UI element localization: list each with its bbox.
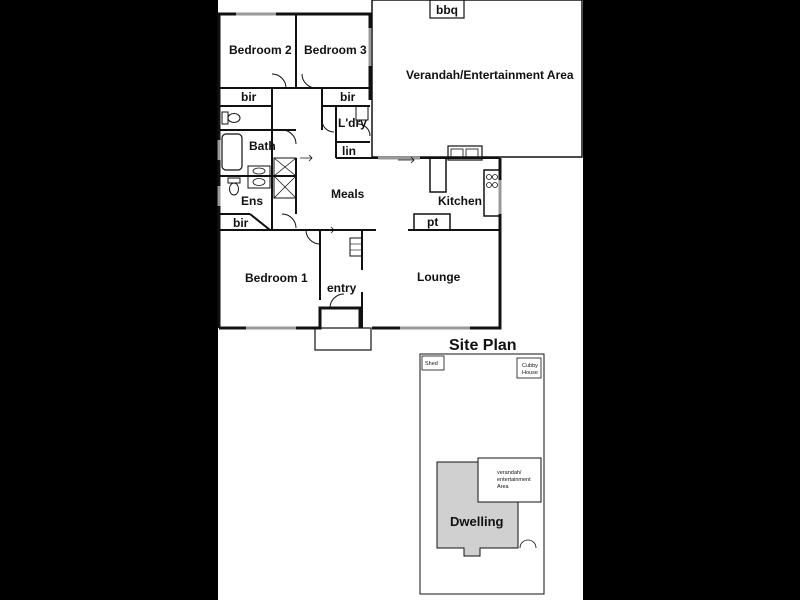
verandah-box — [477, 457, 542, 503]
gate-swing — [519, 539, 537, 549]
laundry-trough — [355, 105, 369, 121]
room-labels: Bedroom 2 Bedroom 3 Verandah/Entertainme… — [229, 3, 574, 295]
stairs-symbol — [349, 237, 363, 257]
floor-plan — [217, 0, 583, 351]
vanity-ens — [247, 175, 271, 189]
shed-label: Shed — [425, 361, 438, 367]
toilet-cistern — [221, 111, 229, 125]
label-lounge: Lounge — [417, 270, 461, 284]
label-bath: Bath — [249, 139, 276, 153]
arrow-mark — [322, 226, 335, 234]
label-bedroom1: Bedroom 1 — [245, 271, 308, 285]
label-kitchen: Kitchen — [438, 194, 482, 208]
site-boundary — [419, 353, 545, 595]
label-ens: Ens — [241, 194, 263, 208]
toilet-cistern — [227, 177, 241, 184]
outer-wall-right — [372, 158, 502, 330]
site-plan-title: Site Plan — [449, 337, 517, 354]
arrow-mark — [300, 154, 313, 162]
cabinet-cross — [273, 175, 297, 199]
cabinet-cross — [273, 157, 297, 177]
label-bbq: bbq — [436, 3, 458, 17]
pantry — [413, 213, 451, 231]
cubby-label-2: House — [522, 370, 538, 376]
sink-bowl-2 — [465, 148, 479, 158]
label-verandah: Verandah/Entertainment Area — [406, 68, 574, 82]
bbq-box — [429, 0, 465, 19]
label-bedroom3: Bedroom 3 — [304, 43, 367, 57]
label-entry: entry — [327, 281, 357, 295]
toilet-bowl — [227, 113, 241, 123]
label-meals: Meals — [331, 187, 365, 201]
kitchen-bench — [429, 157, 447, 193]
label-pt: pt — [427, 215, 438, 229]
sink-bowl-1 — [450, 148, 464, 158]
label-bir-bed3: bir — [340, 90, 356, 104]
label-bedroom2: Bedroom 2 — [229, 43, 292, 57]
label-ldry: L'dry — [338, 116, 367, 130]
cooktop-burner — [492, 174, 498, 180]
door-swings — [271, 73, 371, 309]
outer-wall-bottom-left — [219, 306, 362, 330]
cubby-box — [516, 357, 542, 379]
porch-step — [314, 327, 372, 351]
label-bir-bed2: bir — [241, 90, 257, 104]
sink — [447, 145, 483, 161]
windows — [217, 12, 502, 330]
basin — [252, 167, 266, 175]
site-verandah-3: Area — [497, 484, 510, 490]
basin — [252, 178, 266, 186]
shed-box — [421, 355, 445, 371]
cooktop-burner — [486, 182, 492, 188]
site-verandah-2: entertainment — [497, 477, 531, 483]
cooktop-burner — [486, 174, 492, 180]
vanity-bath — [247, 165, 271, 177]
cabinet-box-2 — [273, 175, 297, 199]
cubby-label-1: Cubby — [522, 363, 538, 369]
dwelling-label: Dwelling — [450, 514, 504, 529]
site-plan: Site Plan Shed Cubby House verandah/ ent… — [419, 337, 545, 595]
label-bir-ens: bir — [233, 216, 249, 230]
cooktop-burner — [492, 182, 498, 188]
site-verandah-1: verandah/ — [497, 470, 522, 476]
arrow-mark — [398, 156, 415, 164]
bathtub — [221, 133, 243, 171]
toilet-bowl — [229, 182, 239, 196]
label-lin: lin — [342, 144, 356, 158]
